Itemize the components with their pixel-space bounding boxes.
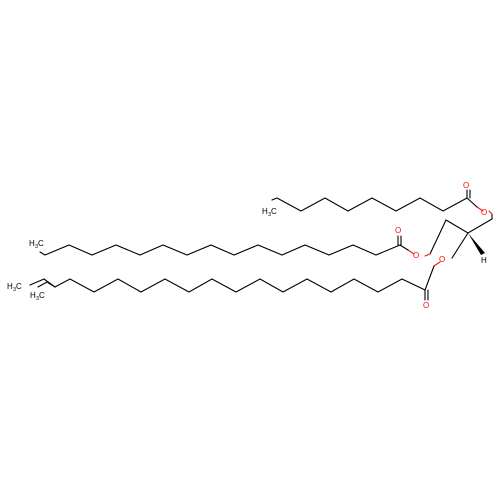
methyl-h-top: H [262, 207, 268, 216]
bond-c3-o [429, 219, 447, 255]
bond-c1-o-red [488, 210, 493, 215]
atom-labels: O O O O O O H H 3 C H 3 C H 3 C H 3 C [7, 181, 487, 310]
glycerol-backbone [424, 210, 493, 259]
methyl-label-top: H 3 C [262, 207, 277, 218]
bond-c3-o-red [424, 253, 431, 257]
methyl-sub-bottom: 3 [13, 287, 16, 293]
methyl-c-top: C [271, 207, 277, 216]
backbone-bond [445, 218, 493, 234]
methyl-sub-mid: 3 [35, 244, 38, 250]
methyl-h-branch: H [30, 291, 36, 300]
methyl-c-bottom: C [16, 282, 22, 291]
methyl-c-branch: C [39, 291, 45, 300]
alkyl-chain-bottom [37, 278, 426, 293]
chain-top [271, 189, 484, 212]
atom-o-mid-ester: O [413, 251, 419, 260]
bond-o-carbonyl-mid-black [399, 244, 409, 251]
bond-o-carbonyl-bot [433, 261, 441, 267]
alkyl-chain-top [271, 197, 468, 212]
stereo-wedge [468, 233, 485, 255]
chain-bottom [29, 261, 441, 301]
bond-c2-o [451, 232, 469, 259]
bond-o-carbonyl-black [466, 197, 478, 208]
methyl-label-middle: H 3 C [29, 239, 44, 250]
branch-bond [43, 278, 56, 288]
alkyl-chain-middle [39, 244, 401, 256]
bond-o-carbonyl-bot-black [424, 265, 435, 291]
methyl-h-mid: H [29, 239, 35, 248]
methyl-c-mid: C [38, 239, 44, 248]
methyl-label-bottom-branch: H 3 C [7, 282, 22, 293]
atom-o-top-ester: O [481, 208, 487, 217]
atom-o-top-carbonyl: O [463, 181, 469, 190]
atom-o-mid-carbonyl: O [395, 226, 401, 235]
methyl-h-bottom: H [7, 282, 13, 291]
branch-bond-2 [29, 278, 45, 286]
bond-o-carbonyl-mid [407, 249, 415, 255]
methyl-label-branch: H 3 C [30, 291, 45, 302]
chain-middle [39, 235, 415, 256]
atom-o-bottom-ester: O [439, 255, 445, 264]
methyl-sub-top: 3 [268, 212, 271, 218]
atom-h-stereo: H [481, 256, 487, 265]
bond-o-carbonyl [476, 206, 484, 212]
atom-o-bottom-carbonyl: O [423, 301, 429, 310]
methyl-sub-branch: 3 [36, 296, 39, 302]
